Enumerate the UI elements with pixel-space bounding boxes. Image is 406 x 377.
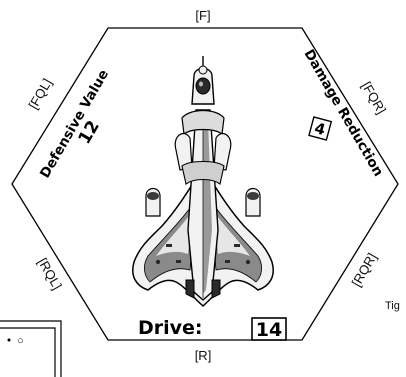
- neighbor-text-fragment: Tig: [385, 300, 400, 312]
- drive-label: Drive:: [138, 317, 203, 339]
- damage-reduction-value-box: 4: [309, 117, 331, 140]
- neighbor-widget-dot: [8, 339, 11, 342]
- arc-label-front-right: [FQR]: [359, 79, 389, 117]
- ship-wing-vent-3: [176, 260, 181, 263]
- ship-wing-light-left: [156, 260, 160, 264]
- neighbor-widget-frame-inner: [0, 328, 55, 377]
- neighbor-widget-frame: [0, 321, 61, 377]
- arc-label-front: [F]: [195, 8, 210, 23]
- neighbor-widget: ○: [0, 321, 61, 377]
- drive-value: 14: [256, 319, 282, 341]
- ship-wing-vent-1: [166, 244, 172, 247]
- ship-wing-light-right: [246, 260, 250, 264]
- ship-sensor-dome: [196, 78, 210, 94]
- ship-prow-pod: [199, 66, 207, 74]
- ship-nacelle-right-cap: [247, 192, 259, 200]
- neighbor-widget-glyph: ○: [17, 335, 24, 347]
- ship-sensor-glint: [199, 82, 203, 87]
- ship-nacelle-left-cap: [147, 192, 159, 200]
- arc-label-rear: [R]: [195, 348, 212, 363]
- ship-wing-vent-4: [225, 260, 230, 263]
- arc-label-front-left: [FQL]: [25, 76, 54, 112]
- ship-wing-vent-2: [234, 244, 240, 247]
